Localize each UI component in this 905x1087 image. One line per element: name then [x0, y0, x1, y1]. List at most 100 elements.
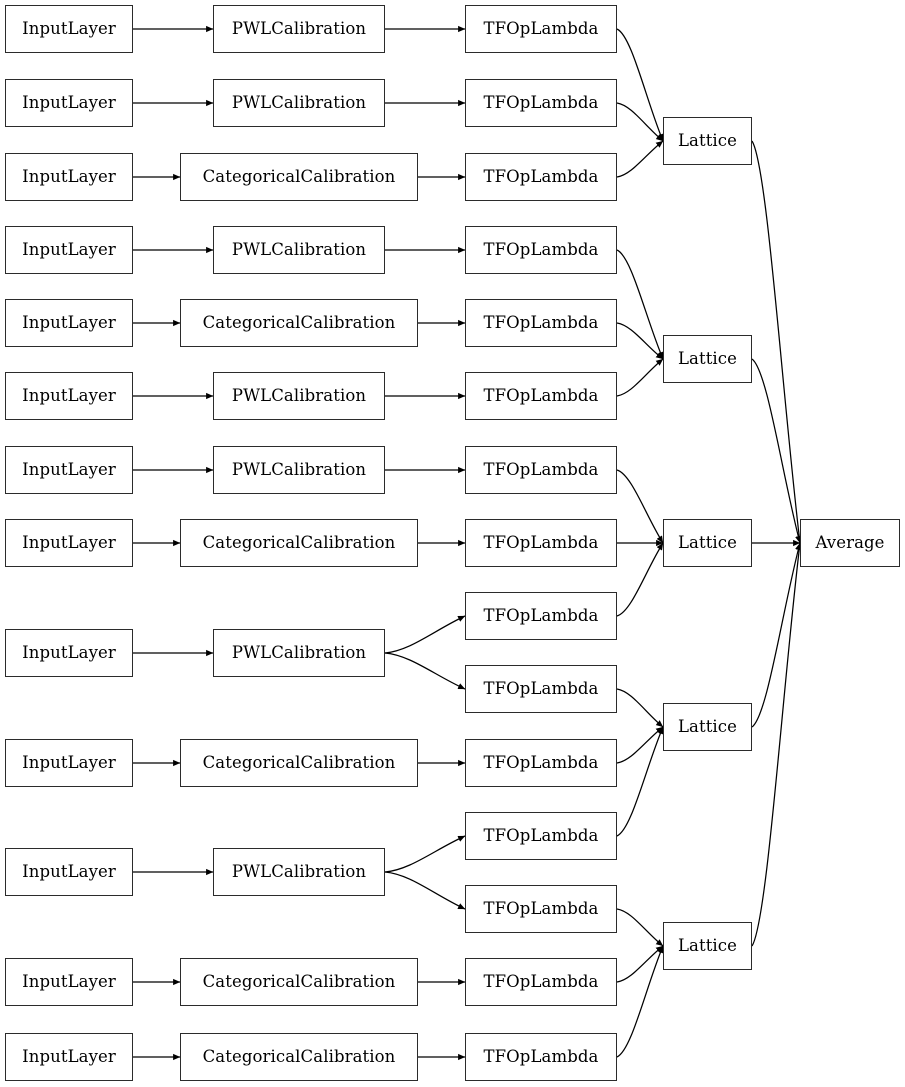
- input-layer-node[interactable]: InputLayer: [5, 5, 133, 53]
- lattice-node[interactable]: Lattice: [663, 703, 752, 751]
- categorical-calibration-node[interactable]: CategoricalCalibration: [180, 153, 418, 201]
- input-layer-node[interactable]: InputLayer: [5, 299, 133, 347]
- tfoplambda-node[interactable]: TFOpLambda: [465, 153, 617, 201]
- node-label: PWLCalibration: [231, 861, 367, 881]
- node-label: CategoricalCalibration: [202, 971, 396, 991]
- lattice-node[interactable]: Lattice: [663, 335, 752, 383]
- node-label: PWLCalibration: [231, 92, 367, 112]
- tfoplambda-node[interactable]: TFOpLambda: [465, 739, 617, 787]
- edge-arrow: [616, 542, 664, 617]
- node-label: PWLCalibration: [231, 459, 367, 479]
- node-label: PWLCalibration: [231, 642, 367, 662]
- input-layer-node[interactable]: InputLayer: [5, 1033, 133, 1081]
- tfoplambda-node[interactable]: TFOpLambda: [465, 592, 617, 640]
- edge-arrow: [384, 871, 466, 910]
- categorical-calibration-node[interactable]: CategoricalCalibration: [180, 958, 418, 1006]
- tfoplambda-node[interactable]: TFOpLambda: [465, 519, 617, 567]
- node-label: Average: [815, 532, 885, 552]
- tfoplambda-node[interactable]: TFOpLambda: [465, 446, 617, 494]
- edge-arrow: [616, 249, 664, 360]
- node-label: CategoricalCalibration: [202, 166, 396, 186]
- input-layer-node[interactable]: InputLayer: [5, 739, 133, 787]
- edge-arrow: [616, 140, 664, 178]
- input-layer-node[interactable]: InputLayer: [5, 79, 133, 127]
- pwl-calibration-node[interactable]: PWLCalibration: [213, 79, 385, 127]
- edge-arrow: [616, 908, 664, 947]
- edge-arrow: [616, 102, 664, 142]
- node-label: TFOpLambda: [483, 825, 599, 845]
- lattice-node[interactable]: Lattice: [663, 519, 752, 567]
- edge-arrow: [751, 542, 803, 947]
- node-label: TFOpLambda: [483, 166, 599, 186]
- edge-arrow: [751, 542, 802, 728]
- edge-arrow: [384, 835, 466, 873]
- pwl-calibration-node[interactable]: PWLCalibration: [213, 446, 385, 494]
- input-layer-node[interactable]: InputLayer: [5, 958, 133, 1006]
- input-layer-node[interactable]: InputLayer: [5, 848, 133, 896]
- tfoplambda-node[interactable]: TFOpLambda: [465, 885, 617, 933]
- input-layer-node[interactable]: InputLayer: [5, 446, 133, 494]
- node-label: TFOpLambda: [483, 385, 599, 405]
- node-label: TFOpLambda: [483, 239, 599, 259]
- node-label: InputLayer: [22, 166, 116, 186]
- node-label: InputLayer: [22, 752, 116, 772]
- node-label: TFOpLambda: [483, 532, 599, 552]
- input-layer-node[interactable]: InputLayer: [5, 629, 133, 677]
- node-label: PWLCalibration: [231, 239, 367, 259]
- edge-arrow: [616, 945, 664, 983]
- node-label: InputLayer: [22, 642, 116, 662]
- categorical-calibration-node[interactable]: CategoricalCalibration: [180, 519, 418, 567]
- categorical-calibration-node[interactable]: CategoricalCalibration: [180, 299, 418, 347]
- edge-arrow: [616, 688, 664, 728]
- node-label: InputLayer: [22, 459, 116, 479]
- categorical-calibration-node[interactable]: CategoricalCalibration: [180, 739, 418, 787]
- edge-arrow: [384, 652, 466, 690]
- average-node[interactable]: Average: [800, 519, 900, 567]
- edge-arrow: [616, 28, 664, 142]
- node-label: CategoricalCalibration: [202, 312, 396, 332]
- node-label: TFOpLambda: [483, 605, 599, 625]
- tfoplambda-node[interactable]: TFOpLambda: [465, 958, 617, 1006]
- lattice-node[interactable]: Lattice: [663, 922, 752, 970]
- input-layer-node[interactable]: InputLayer: [5, 226, 133, 274]
- input-layer-node[interactable]: InputLayer: [5, 153, 133, 201]
- tfoplambda-node[interactable]: TFOpLambda: [465, 812, 617, 860]
- node-label: CategoricalCalibration: [202, 532, 396, 552]
- lattice-node[interactable]: Lattice: [663, 117, 752, 165]
- tfoplambda-node[interactable]: TFOpLambda: [465, 79, 617, 127]
- tfoplambda-node[interactable]: TFOpLambda: [465, 665, 617, 713]
- pwl-calibration-node[interactable]: PWLCalibration: [213, 226, 385, 274]
- node-label: TFOpLambda: [483, 898, 599, 918]
- input-layer-node[interactable]: InputLayer: [5, 372, 133, 420]
- edge-arrow: [751, 140, 803, 544]
- categorical-calibration-node[interactable]: CategoricalCalibration: [180, 1033, 418, 1081]
- node-label: InputLayer: [22, 1046, 116, 1066]
- node-label: Lattice: [677, 532, 738, 552]
- edge-arrow: [751, 358, 802, 544]
- node-label: Lattice: [677, 348, 738, 368]
- tfoplambda-node[interactable]: TFOpLambda: [465, 372, 617, 420]
- pwl-calibration-node[interactable]: PWLCalibration: [213, 848, 385, 896]
- pwl-calibration-node[interactable]: PWLCalibration: [213, 629, 385, 677]
- pwl-calibration-node[interactable]: PWLCalibration: [213, 5, 385, 53]
- tfoplambda-node[interactable]: TFOpLambda: [465, 299, 617, 347]
- edge-arrow: [616, 358, 664, 397]
- tfoplambda-node[interactable]: TFOpLambda: [465, 5, 617, 53]
- node-label: InputLayer: [22, 239, 116, 259]
- node-label: InputLayer: [22, 92, 116, 112]
- edge-arrow: [616, 945, 664, 1058]
- tfoplambda-node[interactable]: TFOpLambda: [465, 226, 617, 274]
- node-label: TFOpLambda: [483, 92, 599, 112]
- input-layer-node[interactable]: InputLayer: [5, 519, 133, 567]
- tfoplambda-node[interactable]: TFOpLambda: [465, 1033, 617, 1081]
- node-label: InputLayer: [22, 312, 116, 332]
- node-label: CategoricalCalibration: [202, 752, 396, 772]
- node-label: Lattice: [677, 935, 738, 955]
- node-label: PWLCalibration: [231, 18, 367, 38]
- node-label: Lattice: [677, 130, 738, 150]
- node-label: CategoricalCalibration: [202, 1046, 396, 1066]
- pwl-calibration-node[interactable]: PWLCalibration: [213, 372, 385, 420]
- node-label: TFOpLambda: [483, 1046, 599, 1066]
